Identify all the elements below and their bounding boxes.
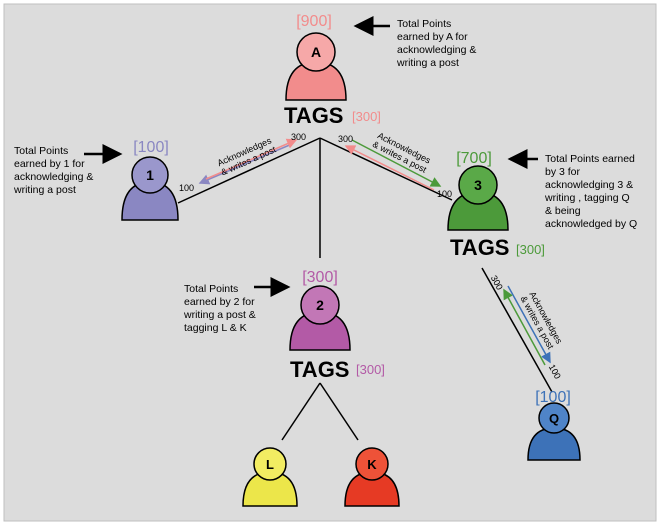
note-a-line: earned by A for (397, 31, 468, 43)
note-3-line: acknowledging 3 & (545, 179, 633, 191)
node-q-head (538, 402, 570, 434)
note-a-line: writing a post (396, 57, 459, 69)
node-q-points: [100] (535, 389, 571, 406)
note-2-line: tagging L & K (184, 322, 247, 334)
note-1-line: earned by 1 for (14, 158, 85, 170)
note-2: Total Points earned by 2 for writing a p… (183, 283, 256, 334)
node-a: [900] A (285, 13, 347, 101)
node-a-points: [900] (296, 13, 332, 30)
tags-3-word: TAGS (450, 235, 509, 260)
node-k: K (344, 447, 400, 507)
node-2-head (300, 285, 340, 325)
edge-3-to-value: 100 (437, 189, 452, 199)
edge-2-to-k (319, 382, 359, 441)
note-3-line: acknowledged by Q (545, 218, 637, 230)
node-1-points: [100] (133, 139, 169, 156)
note-3: Total Points earned by 3 for acknowledgi… (544, 153, 637, 230)
edge-a-to-3 (319, 137, 453, 201)
node-a-head (296, 32, 336, 72)
note-3-line: by 3 for (545, 166, 581, 178)
node-1-head (131, 156, 169, 194)
note-3-line: Total Points earned (545, 153, 635, 165)
node-1-letter: 1 (146, 167, 154, 183)
edge-1-from-value: 300 (291, 132, 306, 142)
node-k-head (355, 447, 389, 481)
node-1: [100] 1 (121, 139, 179, 221)
node-3-head (458, 165, 498, 205)
node-q-letter: Q (549, 411, 559, 426)
note-1-line: Total Points (14, 145, 68, 157)
edge-a-to-1 (177, 137, 321, 204)
node-2-points: [300] (302, 269, 338, 286)
edge-1-to-value: 100 (179, 183, 194, 193)
edge-3-arrow-down (351, 139, 442, 187)
edge-2-to-l (281, 382, 321, 441)
note-1-line: writing a post (13, 184, 76, 196)
edge-3-to-q (481, 267, 553, 393)
tags-a-word: TAGS (284, 103, 343, 128)
node-l: L (242, 447, 298, 507)
edge-q-arrow-up (503, 288, 546, 366)
note-2-line: earned by 2 for (184, 296, 255, 308)
node-l-head (253, 447, 287, 481)
node-2-letter: 2 (316, 297, 324, 313)
edge-1-arrow-down (198, 143, 293, 185)
edge-3-arrow-up (344, 145, 435, 191)
note-a: Total Points earned by A for acknowledgi… (396, 18, 476, 69)
node-k-letter: K (367, 457, 377, 472)
tags-a-value: [300] (352, 109, 381, 124)
tags-3-value: [300] (516, 242, 545, 257)
node-3-letter: 3 (474, 177, 482, 193)
edge-3-from-value: 300 (338, 134, 353, 144)
note-2-line: Total Points (184, 283, 238, 295)
edge-q-arrow-down (507, 285, 551, 364)
note-2-line: writing a post & (183, 309, 256, 321)
node-a-letter: A (311, 44, 321, 60)
node-q: [100] Q (527, 389, 581, 461)
note-a-line: acknowledging & (397, 44, 476, 56)
note-a-line: Total Points (397, 18, 451, 30)
node-l-letter: L (266, 457, 274, 472)
tags-2-word: TAGS (290, 357, 349, 382)
node-2: [300] 2 (289, 269, 351, 351)
node-3: [700] 3 (447, 150, 509, 231)
note-3-line: & being (545, 205, 581, 217)
tags-2-value: [300] (356, 362, 385, 377)
node-3-points: [700] (456, 150, 492, 167)
note-3-line: writing , tagging Q (544, 192, 630, 204)
note-1-line: acknowledging & (14, 171, 93, 183)
note-1: Total Points earned by 1 for acknowledgi… (13, 145, 93, 196)
edge-1-arrow-up (205, 138, 298, 180)
